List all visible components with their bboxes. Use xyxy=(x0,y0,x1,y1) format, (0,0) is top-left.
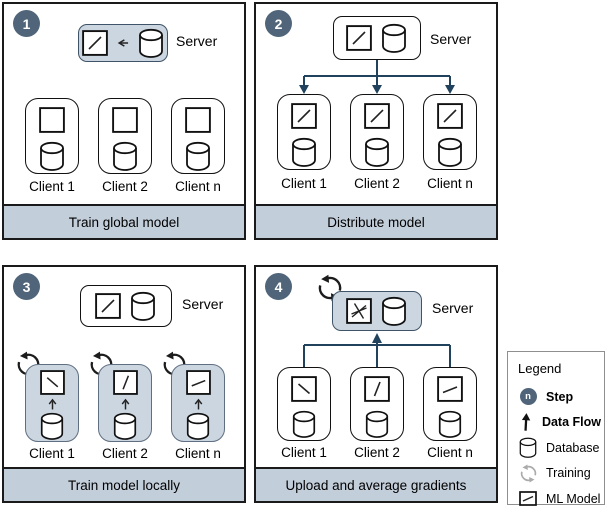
caption-bar: Upload and average gradients xyxy=(256,467,496,501)
database-icon xyxy=(38,412,66,440)
client-box xyxy=(350,94,404,170)
panel-step-2: 2 Server xyxy=(254,2,498,240)
legend-item-database: Database xyxy=(518,435,601,461)
ml-model-icon xyxy=(81,30,108,56)
database-icon xyxy=(111,141,139,171)
data-flow-arrow-icon xyxy=(47,397,58,410)
legend-label: Step xyxy=(546,389,574,404)
data-flow-arrow-icon xyxy=(120,397,131,410)
step-badge-icon: n xyxy=(519,388,537,406)
database-icon xyxy=(38,141,66,171)
caption-bar: Train global model xyxy=(4,204,244,238)
caption-bar: Distribute model xyxy=(256,204,496,238)
legend-label: ML Model xyxy=(546,491,601,506)
client-box xyxy=(25,364,79,442)
legend-item-training: Training xyxy=(518,461,601,487)
client-box xyxy=(171,98,225,174)
ml-model-icon xyxy=(437,103,463,129)
step-4-badge: 4 xyxy=(265,273,292,300)
legend: Legend n Step Data Flow Database Trainin… xyxy=(507,351,605,507)
database-icon xyxy=(129,291,157,321)
database-icon xyxy=(436,410,464,438)
client-label: Client 1 xyxy=(281,445,327,460)
ml-model-icon xyxy=(364,376,390,402)
client-label: Client 1 xyxy=(29,446,75,461)
database-icon xyxy=(436,137,464,167)
client-box xyxy=(350,367,404,441)
client-box xyxy=(277,94,331,170)
step-3-badge: 3 xyxy=(13,273,40,300)
client-label: Client 1 xyxy=(281,176,327,191)
server-box xyxy=(80,285,172,327)
client-box xyxy=(423,367,477,441)
ml-model-icon xyxy=(291,376,317,402)
legend-label: Training xyxy=(546,466,591,481)
database-icon xyxy=(290,137,318,167)
step-2-badge: 2 xyxy=(265,10,292,37)
ml-model-empty-icon xyxy=(112,107,138,133)
ml-model-icon xyxy=(112,370,138,395)
database-icon xyxy=(380,23,408,53)
database-icon xyxy=(184,412,212,440)
client-label: Client 1 xyxy=(29,179,75,194)
database-icon xyxy=(111,412,139,440)
client-label: Client 2 xyxy=(102,179,148,194)
database-icon xyxy=(184,141,212,171)
step-1-badge: 1 xyxy=(13,10,40,37)
client-box xyxy=(277,367,331,441)
ml-model-icon xyxy=(346,25,372,51)
panel-step-4: 4 Server xyxy=(254,265,498,503)
training-icon xyxy=(519,464,538,483)
ml-model-icon xyxy=(185,370,211,395)
client-box xyxy=(171,364,225,442)
client-box xyxy=(25,98,79,174)
client-label: Client n xyxy=(427,176,473,191)
data-flow-arrow-icon xyxy=(193,397,204,410)
server-box xyxy=(333,16,421,60)
panel-step-3: 3 Server xyxy=(2,265,246,503)
database-icon xyxy=(363,410,391,438)
server-label: Server xyxy=(176,33,218,49)
ml-model-icon xyxy=(364,103,390,129)
database-icon xyxy=(290,410,318,438)
legend-label: Data Flow xyxy=(541,415,601,430)
ml-model-icon xyxy=(519,491,537,507)
panel-step-1: 1 Server xyxy=(2,2,246,240)
legend-item-ml-model: ML Model xyxy=(518,486,601,510)
client-label: Client n xyxy=(427,445,473,460)
ml-model-icon xyxy=(291,103,317,129)
data-flow-arrow-icon xyxy=(518,412,533,433)
client-box xyxy=(98,364,152,442)
legend-item-data-flow: Data Flow xyxy=(518,410,601,436)
client-label: Client 2 xyxy=(102,446,148,461)
legend-title: Legend xyxy=(518,361,562,376)
server-box xyxy=(332,291,422,331)
client-box xyxy=(423,94,477,170)
data-flow-arrow-icon xyxy=(116,37,129,49)
legend-label: Database xyxy=(546,440,600,455)
ml-model-icon xyxy=(39,370,65,395)
client-label: Client n xyxy=(175,179,221,194)
client-label: Client 2 xyxy=(354,445,400,460)
ml-model-empty-icon xyxy=(39,107,65,133)
database-icon xyxy=(363,137,391,167)
ml-model-averaged-icon xyxy=(346,298,372,324)
client-box xyxy=(98,98,152,174)
server-label: Server xyxy=(182,296,224,312)
ml-model-icon xyxy=(437,376,463,402)
database-icon xyxy=(380,296,408,326)
server-label: Server xyxy=(432,300,474,316)
server-box xyxy=(78,24,168,62)
database-icon xyxy=(518,437,538,459)
server-label: Server xyxy=(430,31,472,47)
client-label: Client 2 xyxy=(354,176,400,191)
ml-model-empty-icon xyxy=(185,107,211,133)
database-icon xyxy=(137,28,165,58)
ml-model-icon xyxy=(95,293,121,319)
legend-item-step: n Step xyxy=(518,384,601,410)
caption-bar: Train model locally xyxy=(4,467,244,501)
client-label: Client n xyxy=(175,446,221,461)
